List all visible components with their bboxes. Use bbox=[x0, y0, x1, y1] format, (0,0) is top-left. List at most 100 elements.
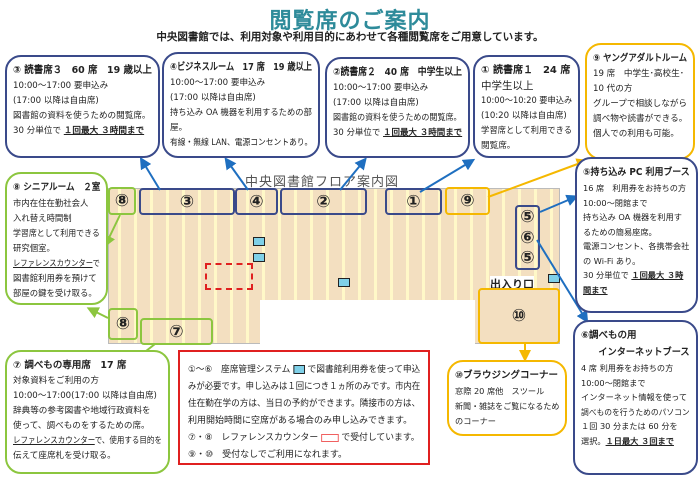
map-title: 中央図書館フロア案内図 bbox=[245, 175, 400, 190]
reference-counter-marker bbox=[205, 263, 253, 290]
notice-text: ⑦・⑧ レファレンスカウンター bbox=[188, 433, 319, 443]
room-line: １回 30 分または 60 分を bbox=[581, 421, 678, 431]
room-line: 10:00～17:00 要申込み bbox=[333, 83, 429, 93]
room-line: 新聞・雑誌をご覧になるため bbox=[455, 401, 560, 411]
room-line: 入れ替え時間制 bbox=[13, 213, 72, 223]
room-line: レファレンスカウンターで bbox=[13, 256, 100, 271]
room-line: 持ち込み OA 機器を利用す bbox=[583, 212, 682, 222]
room-limit: 30 分単位で １回最大 ３時間まで bbox=[13, 124, 152, 139]
arrow-4 bbox=[224, 157, 249, 191]
room-line: 屋。 bbox=[170, 123, 188, 133]
room-note: (17:00 以降は自由席) bbox=[13, 96, 99, 106]
map-marker-2[interactable]: ② bbox=[280, 188, 367, 215]
room-line: 学習席として利用できる bbox=[481, 126, 573, 136]
room-limit: 選択。１日最大 ３回まで bbox=[581, 434, 690, 449]
seat-system-pc-icon bbox=[548, 274, 560, 283]
room-line: 10:00～閉館まで bbox=[581, 377, 646, 388]
reference-counter-link: レファレンスカウンター bbox=[13, 258, 93, 268]
room-line: 電源コンセント、各携帯会社 bbox=[583, 241, 690, 251]
room-line: 対象資料をご利用の方 bbox=[13, 376, 99, 386]
page-subtitle: 中央図書館では、利用対象や利用目的にあわせて各種閲覧席をご用意しています。 bbox=[156, 31, 544, 43]
room-line: 10:00～10:20 要申込み bbox=[481, 96, 573, 106]
page-title: 閲覧席のご案内 bbox=[269, 9, 431, 34]
room-line: (10:20 以降は自由席) bbox=[481, 111, 567, 121]
room-line: 19 席 中学生･高校生･ bbox=[593, 69, 685, 79]
map-marker-5[interactable]: ⑤ bbox=[515, 248, 540, 270]
room-line: インターネット情報を使って bbox=[581, 392, 688, 402]
notice-line: 住在勤在学の方は、当日の予約ができます。隣接市の方は、 bbox=[188, 399, 421, 409]
arrow-8-bottom bbox=[86, 307, 109, 319]
room-line: 調べ物や読書ができる。 bbox=[593, 114, 688, 124]
room-line: 研究個室。 bbox=[13, 243, 55, 253]
notice-text: で図書館利用券を使って申込 bbox=[307, 365, 421, 375]
room-card-reading-3: ③ 読書席３ 60 席 19 歳以上 10:00～17:00 要申込み (17:… bbox=[5, 55, 160, 158]
room-subtitle: インターネットブース bbox=[598, 347, 690, 358]
map-marker-9[interactable]: ⑨ bbox=[445, 187, 490, 215]
usage-notice: ①～⑥ 座席管理システム で図書館利用券を使って申込 みが必要です。申し込みは１… bbox=[178, 350, 430, 465]
room-line: 窓際 20 席他 スツール bbox=[455, 386, 545, 396]
map-marker-3[interactable]: ③ bbox=[139, 188, 235, 215]
room-title: ⑦ 調べもの専用席 17 席 bbox=[13, 360, 127, 371]
room-card-reference-seats: ⑦ 調べもの専用席 17 席 対象資料をご利用の方 10:00～17:00(17… bbox=[5, 350, 170, 474]
room-card-young-adult: ⑨ ヤングアダルトルーム 19 席 中学生･高校生･ 10 代の方 グループで相… bbox=[585, 43, 695, 160]
limit-prefix: 選択。 bbox=[581, 435, 606, 446]
seat-system-pc-icon bbox=[293, 365, 305, 374]
reference-counter-link: レファレンスカウンター bbox=[13, 436, 95, 446]
room-line: 10:00～17:00 要申込み bbox=[170, 78, 266, 88]
room-card-business: ④ビジネスルーム 17 席 19 歳以上 10:00～17:00 要申込み (1… bbox=[162, 52, 320, 158]
room-line: 図書館利用券を預けて bbox=[13, 273, 97, 283]
map-marker-4[interactable]: ④ bbox=[235, 188, 278, 215]
room-line: 伝えて座席札を受け取る。 bbox=[13, 451, 116, 461]
room-title: ⑤持ち込み PC 利用ブース bbox=[583, 167, 690, 178]
room-line: 10:00～閉館まで bbox=[583, 197, 648, 208]
seat-system-pc-icon bbox=[338, 278, 350, 287]
map-marker-7[interactable]: ⑦ bbox=[140, 318, 213, 345]
room-line: のコーナー bbox=[455, 416, 496, 426]
limit-value: １回最大 ３時間まで bbox=[63, 126, 145, 136]
room-title: ⑨ ヤングアダルトルーム bbox=[593, 53, 688, 64]
room-card-internet-booth: ⑥調べもの用 インターネットブース 4 席 利用券をお持ちの方 10:00～閉館… bbox=[573, 320, 698, 475]
arrow-8-top bbox=[104, 214, 121, 248]
room-line-suffix: で、使用する目的を bbox=[94, 436, 162, 446]
notice-line: ①～⑥ 座席管理システム で図書館利用券を使って申込 bbox=[188, 362, 420, 379]
room-line: 個人での利用も可能。 bbox=[593, 129, 679, 139]
room-title: ③ 読書席３ 60 席 19 歳以上 bbox=[13, 65, 152, 76]
notice-line: みが必要です。申し込みは１回につき１ヵ所のみです。市内在 bbox=[188, 382, 421, 392]
room-line: 使って、調べものをするための席。 bbox=[13, 421, 150, 431]
room-line: グループで相談しながら bbox=[593, 99, 688, 109]
room-line: 調べものを行うためのパソコン bbox=[581, 406, 690, 417]
room-line: 中学生以上 bbox=[481, 80, 534, 92]
map-marker-5[interactable]: ⑤ bbox=[515, 205, 540, 227]
room-description: 図書館の資料を使うための閲覧席。 bbox=[13, 111, 151, 121]
notice-line: ⑦・⑧ レファレンスカウンター で受付しています。 bbox=[188, 430, 420, 447]
room-title: ②読書席２ 40 席 中学生以上 bbox=[333, 67, 462, 78]
arrow-3 bbox=[139, 156, 161, 191]
seat-system-pc-icon bbox=[253, 237, 265, 246]
map-marker-10[interactable]: ⑩ bbox=[478, 288, 560, 344]
map-marker-1[interactable]: ① bbox=[385, 188, 442, 215]
map-marker-8[interactable]: ⑧ bbox=[108, 187, 136, 215]
room-line: レファレンスカウンターで、使用する目的を bbox=[13, 434, 162, 449]
room-line: 学習席として利用できる bbox=[13, 228, 100, 238]
room-title: ⑥調べもの用 bbox=[581, 330, 637, 341]
room-line: 閲覧席。 bbox=[481, 141, 516, 151]
limit-value: １回最大 ３時間まで bbox=[383, 128, 463, 138]
room-limit: 30 分単位で １回最大 ３時間まで bbox=[333, 126, 463, 141]
map-marker-6[interactable]: ⑥ bbox=[515, 227, 540, 248]
room-line: 持ち込み OA 機器を利用するための部 bbox=[170, 108, 312, 118]
room-line: 図書館の資料を使うための閲覧席。 bbox=[333, 113, 462, 123]
room-line: 16 席 利用券をお持ちの方 bbox=[583, 183, 687, 193]
room-card-browsing: ⑩ブラウジングコーナー 窓際 20 席他 スツール 新聞・雑誌をご覧になるため … bbox=[447, 360, 567, 436]
room-line: 部屋の鍵を受け取る。 bbox=[13, 288, 97, 298]
map-marker-8[interactable]: ⑧ bbox=[108, 308, 138, 340]
seat-system-pc-icon bbox=[253, 253, 265, 262]
room-line-suffix: で bbox=[92, 258, 100, 268]
map-courtyard bbox=[260, 300, 475, 346]
room-line: 10:00～17:00(17:00 以降は自由席) bbox=[13, 391, 157, 401]
limit-prefix: 30 分単位で bbox=[13, 126, 64, 136]
room-line: 10 代の方 bbox=[593, 84, 633, 94]
room-line: 市内在住在勤社会人 bbox=[13, 198, 89, 208]
room-title: ⑩ブラウジングコーナー bbox=[455, 370, 559, 381]
room-card-reading-2: ②読書席２ 40 席 中学生以上 10:00～17:00 要申込み (17:00… bbox=[325, 57, 470, 158]
room-line: の Wi-Fi あり。 bbox=[583, 255, 641, 266]
